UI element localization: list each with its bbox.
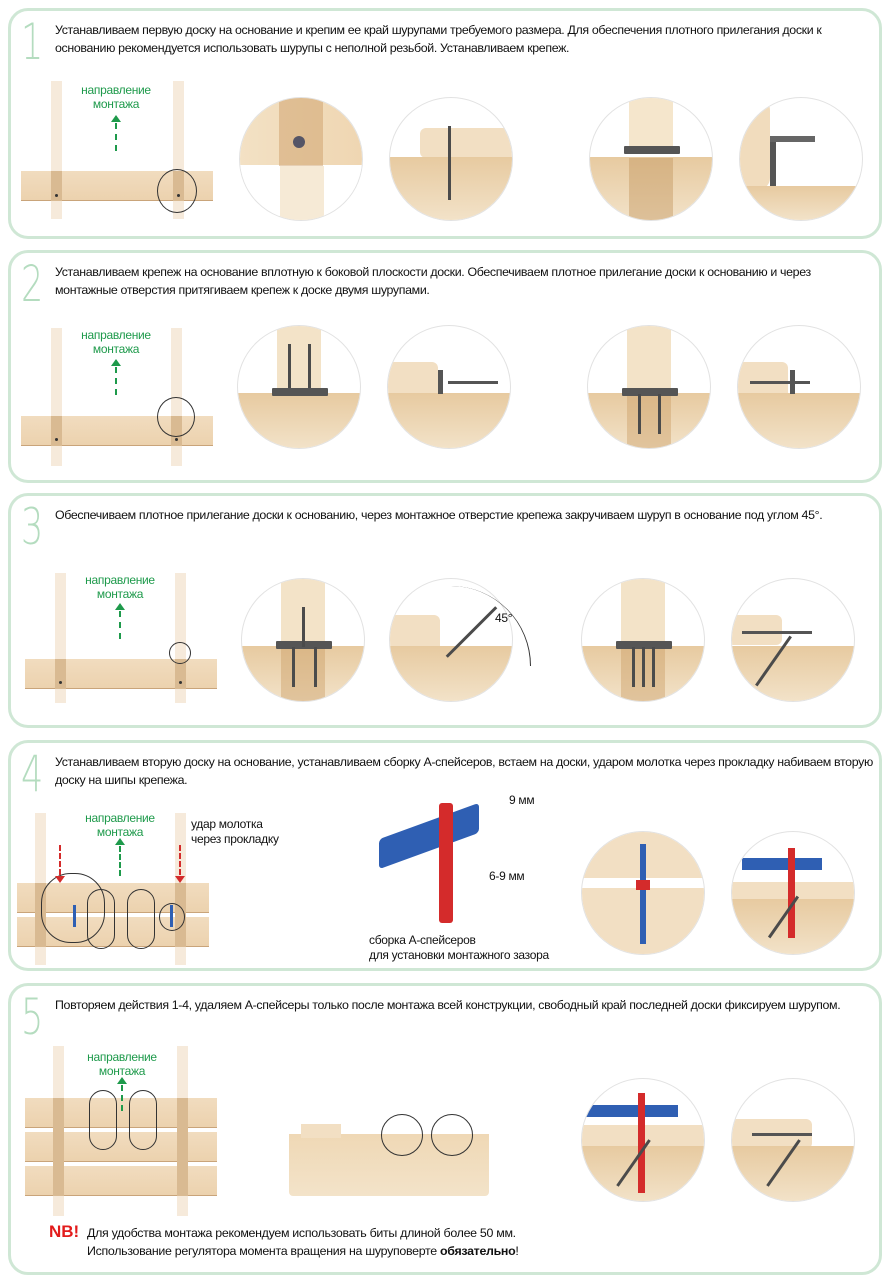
spacer-caption: сборка А-спейсеров	[369, 933, 476, 947]
direction-label-2: монтажа	[98, 1064, 146, 1078]
step-number: 3	[21, 498, 44, 556]
step-4-panel: 4 Устанавливаем вторую доску на основани…	[8, 740, 882, 971]
detail-circle	[581, 831, 705, 955]
step-2-panel: 2 Устанавливаем крепеж на основание впло…	[8, 250, 882, 483]
nb-badge: NB!	[49, 1222, 80, 1241]
direction-arrow-icon	[111, 115, 121, 151]
step-number: 1	[21, 13, 44, 71]
detail-circle	[581, 578, 705, 702]
detail-circle	[581, 1078, 705, 1202]
step-text: Повторяем действия 1-4, удаляем А-спейсе…	[55, 998, 841, 1012]
detail-circle	[739, 97, 863, 221]
direction-label: направление	[81, 328, 151, 342]
note-emphasis: обязательно	[440, 1244, 516, 1258]
detail-circle	[731, 578, 855, 702]
direction-label: направление	[85, 811, 155, 825]
detail-circle	[389, 97, 513, 221]
detail-circle	[241, 578, 365, 702]
direction-label-2: монтажа	[96, 825, 144, 839]
note-line-2: Использование регулятора момента вращени…	[87, 1244, 440, 1258]
step-number: 4	[21, 745, 44, 803]
step-number: 5	[21, 988, 44, 1046]
detail-circle-marker	[157, 169, 197, 213]
direction-label-2: монтажа	[96, 587, 144, 601]
detail-circle	[731, 1078, 855, 1202]
detail-circle	[239, 97, 363, 221]
step-number: 2	[21, 255, 44, 313]
angle-arc	[451, 586, 531, 666]
step-text: Устанавливаем вторую доску на основание,…	[55, 755, 873, 787]
detail-circle	[587, 325, 711, 449]
hammer-arrow-icon	[175, 845, 185, 883]
detail-circle	[237, 325, 361, 449]
size-label-6-9mm: 6-9 мм	[489, 869, 525, 883]
spacer-caption-2: для установки монтажного зазора	[369, 948, 549, 962]
direction-arrow-icon	[111, 359, 121, 395]
direction-label-2: монтажа	[92, 342, 140, 356]
direction-label: направление	[87, 1050, 157, 1064]
step-1-panel: 1 Устанавливаем первую доску на основани…	[8, 8, 882, 239]
hammer-arrow-icon	[55, 845, 65, 883]
note-suffix: !	[515, 1244, 519, 1258]
step-text: Устанавливаем первую доску на основание …	[55, 23, 822, 55]
hammer-label-2: через прокладку	[191, 832, 279, 846]
detail-circle	[731, 831, 855, 955]
step-text: Обеспечиваем плотное прилегание доски к …	[55, 508, 823, 522]
detail-circle	[737, 325, 861, 449]
detail-circle	[589, 97, 713, 221]
step-3-panel: 3 Обеспечиваем плотное прилегание доски …	[8, 493, 882, 728]
direction-label: направление	[81, 83, 151, 97]
direction-arrow-icon	[115, 603, 125, 639]
hammer-label: удар молотка	[191, 817, 263, 831]
step-text: Устанавливаем крепеж на основание вплотн…	[55, 265, 811, 297]
note-line-1: Для удобства монтажа рекомендуем использ…	[87, 1226, 516, 1240]
size-label-9mm: 9 мм	[509, 793, 535, 807]
note: Для удобства монтажа рекомендуем использ…	[87, 1224, 519, 1260]
direction-label: направление	[85, 573, 155, 587]
direction-arrow-icon	[117, 1077, 127, 1111]
direction-label-2: монтажа	[92, 97, 140, 111]
detail-circle	[387, 325, 511, 449]
direction-arrow-icon	[115, 838, 125, 876]
step-5-panel: 5 Повторяем действия 1-4, удаляем А-спей…	[8, 983, 882, 1275]
